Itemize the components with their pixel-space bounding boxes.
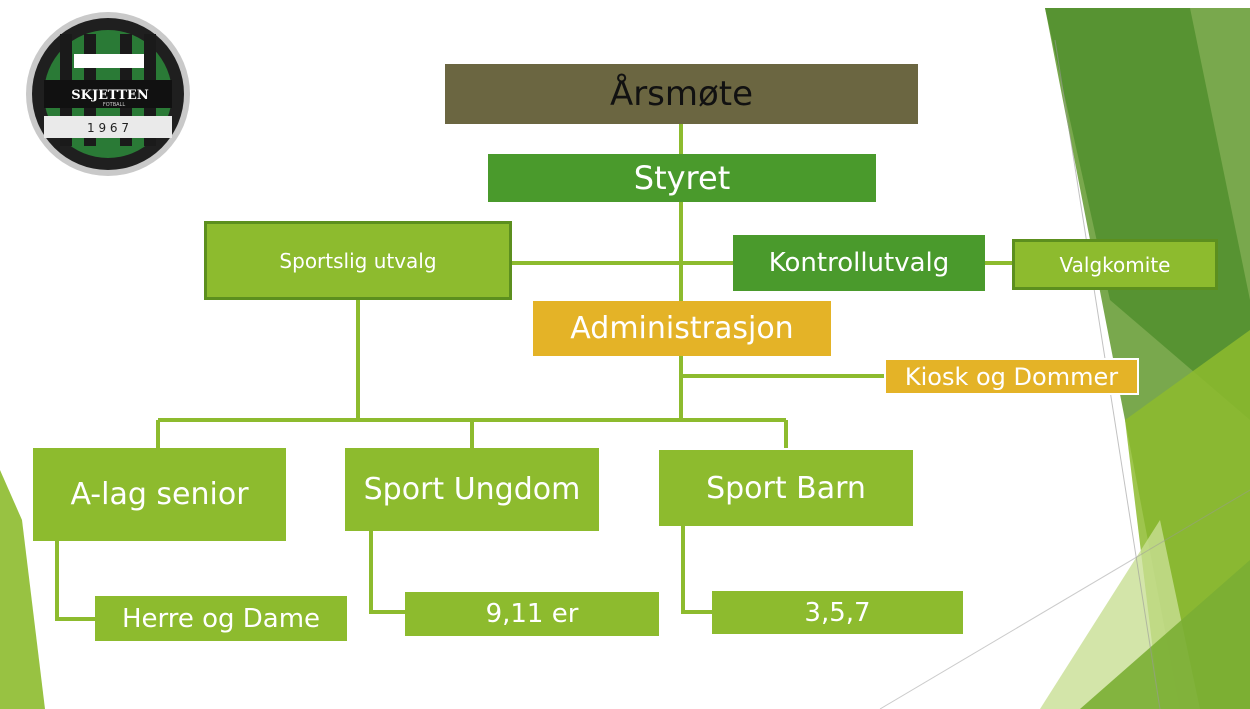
node-ungdom-formats-label: 9,11 er <box>485 599 579 629</box>
node-herre-og-dame-label: Herre og Dame <box>121 603 321 634</box>
node-herre-og-dame: Herre og Dame <box>95 596 347 641</box>
club-logo: SKJETTEN FOTBALL 1 9 6 7 <box>26 12 190 176</box>
node-sport-ungdom: Sport Ungdom <box>345 448 599 531</box>
node-valgkomite-label: Valgkomite <box>1059 252 1171 277</box>
logo-text: SKJETTEN <box>71 88 149 103</box>
node-a-lag-senior-label: A-lag senior <box>70 477 249 512</box>
node-kiosk-og-dommer: Kiosk og Dommer <box>884 358 1139 395</box>
node-valgkomite: Valgkomite <box>1012 239 1218 290</box>
node-arsmote: Årsmøte <box>445 64 918 124</box>
node-kontrollutvalg-label: Kontrollutvalg <box>768 248 950 278</box>
node-sportslig-utvalg-label: Sportslig utvalg <box>279 248 437 273</box>
node-styret: Styret <box>488 154 876 202</box>
node-sport-ungdom-label: Sport Ungdom <box>363 472 581 507</box>
node-arsmote-label: Årsmøte <box>609 74 754 114</box>
node-styret-label: Styret <box>633 159 731 197</box>
node-sport-barn-label: Sport Barn <box>706 470 866 506</box>
node-barn-formats: 3,5,7 <box>712 591 963 634</box>
node-a-lag-senior: A-lag senior <box>33 448 286 541</box>
node-kiosk-og-dommer-label: Kiosk og Dommer <box>904 362 1119 391</box>
node-administrasjon-label: Administrasjon <box>570 311 794 346</box>
node-sportslig-utvalg: Sportslig utvalg <box>204 221 512 300</box>
logo-subtext: FOTBALL <box>103 102 126 108</box>
node-sport-barn: Sport Barn <box>659 450 913 526</box>
node-administrasjon: Administrasjon <box>533 301 831 356</box>
node-kontrollutvalg: Kontrollutvalg <box>733 235 985 291</box>
node-ungdom-formats: 9,11 er <box>405 592 659 636</box>
logo-year: 1 9 6 7 <box>87 121 129 135</box>
node-barn-formats-label: 3,5,7 <box>804 597 871 628</box>
